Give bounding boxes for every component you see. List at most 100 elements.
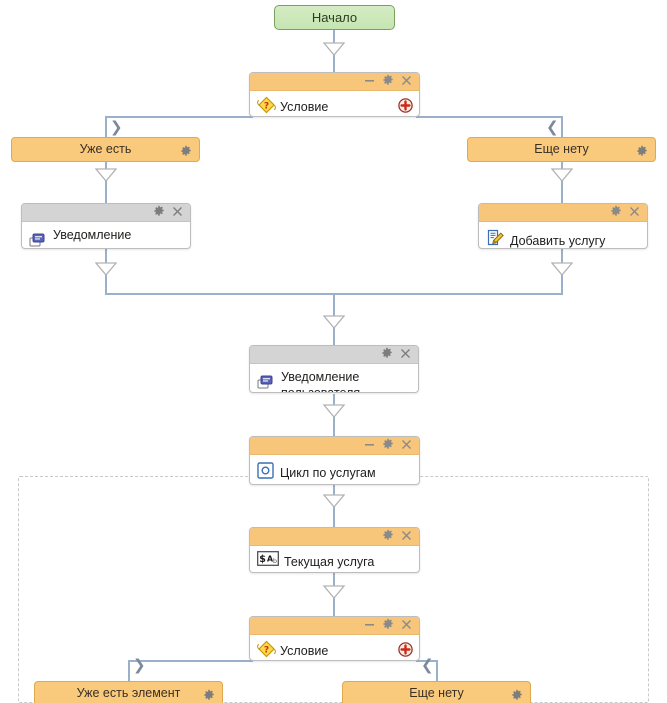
gear-icon[interactable] [382,73,394,91]
branch-pill-label: Уже есть [79,142,132,156]
current-service-label: Текущая услуга [284,555,375,569]
user-notification-icon [29,233,46,249]
close-icon[interactable] [400,346,411,364]
branch-pill-uzhe-est-element[interactable]: Уже есть элемент [34,681,223,703]
gear-icon[interactable] [610,204,622,222]
arrowhead-addservice-to-merge [551,262,573,276]
add-branch-plus-icon[interactable] [398,97,413,117]
arrowhead-branchleft1-to-notify [95,168,117,182]
arrowhead-currentservice-to-condition2 [323,585,345,599]
close-icon[interactable] [401,73,412,91]
gear-icon[interactable] [203,686,215,703]
connector-branchleft1-to-notify [105,162,107,204]
svg-text:?: ? [264,102,269,112]
condition-diamond-icon: ? [256,640,277,660]
branch-chevron-right-1: ❮ [546,118,559,136]
node-condition-1[interactable]: ? Условие [249,72,420,117]
connector-condition2-left-bus [128,660,253,662]
loop-titlebar [250,437,419,455]
branch-pill-uzhe-est[interactable]: Уже есть [11,137,200,162]
label-line-1: Уведомление [281,370,360,384]
user-notification-merge-label: Уведомление пользователя [281,369,361,393]
branch-pill-label: Еще нету [534,142,589,156]
loop-icon [257,462,274,484]
gear-icon[interactable] [636,142,648,165]
add-branch-plus-icon[interactable] [398,641,413,661]
branch-chevron-left-1: ❯ [110,118,123,136]
current-service-body: $ A b Текущая услуга [250,546,419,572]
gear-icon[interactable] [382,437,394,455]
label-line-2: пользователя [281,386,361,393]
user-notification-left-titlebar [22,204,190,222]
node-start-label: Начало [311,10,358,25]
connector-branchright1-to-addservice [561,162,563,204]
branch-pill-label: Еще нету [409,686,464,700]
node-start[interactable]: Начало [274,5,395,30]
node-add-service[interactable]: Добавить услугу [478,203,648,249]
branch-pill-eshe-netu[interactable]: Еще нету [467,137,656,162]
arrowhead-start-to-condition1 [323,42,345,56]
gear-icon[interactable] [382,528,394,546]
condition-1-body: ? Условие [250,91,419,117]
user-notification-left-label: Уведомление пользователя [53,227,132,248]
arrowhead-notify-to-merge [95,262,117,276]
condition-2-label: Условие [280,644,329,658]
arrowhead-notify2-to-loop [323,404,345,418]
add-service-label: Добавить услугу [510,233,606,248]
svg-text:A: A [267,555,274,564]
connector-condition1-right-bus [416,116,563,118]
edit-document-icon [486,229,505,248]
condition-1-label: Условие [280,100,329,114]
svg-text:$: $ [259,554,266,565]
node-current-service[interactable]: $ A b Текущая услуга [249,527,420,573]
arrowhead-merge-to-notify2 [323,315,345,329]
gear-icon[interactable] [382,617,394,635]
gear-icon[interactable] [381,346,393,364]
condition-2-titlebar [250,617,419,635]
condition-diamond-icon: ? [256,96,277,116]
svg-text:?: ? [264,646,269,656]
gear-icon[interactable] [180,142,192,165]
connector-condition1-right-drop [561,116,563,137]
user-notification-icon [257,375,274,393]
minimize-icon[interactable] [364,437,375,455]
variable-icon: $ A b [257,551,279,571]
loop-body: Цикл по услугам [250,455,419,484]
connector-condition2-right-bus [416,660,438,662]
condition-2-body: ? Условие [250,635,419,661]
close-icon[interactable] [401,437,412,455]
user-notification-merge-titlebar [250,346,418,364]
label-line-2: пользователя [53,244,132,248]
svg-text:b: b [273,557,277,565]
loop-label: Цикл по услугам [280,465,376,480]
branch-chevron-right-2: ❮ [421,656,434,674]
arrowhead-branchright1-to-addservice [551,168,573,182]
minimize-icon[interactable] [364,73,375,91]
current-service-titlebar [250,528,419,546]
connector-condition2-left-drop [128,660,130,681]
gear-icon[interactable] [153,204,165,222]
condition-1-titlebar [250,73,419,91]
close-icon[interactable] [629,204,640,222]
node-user-notification-left[interactable]: Уведомление пользователя [21,203,191,249]
connector-condition2-right-drop [436,660,438,681]
node-user-notification-merge[interactable]: Уведомление пользователя [249,345,419,393]
close-icon[interactable] [172,204,183,222]
gear-icon[interactable] [511,686,523,703]
add-service-titlebar [479,204,647,222]
close-icon[interactable] [401,617,412,635]
node-loop-services[interactable]: Цикл по услугам [249,436,420,485]
user-notification-left-body: Уведомление пользователя [22,222,190,249]
connector-condition1-left-bus [105,116,253,118]
arrowhead-loop-to-currentservice [323,494,345,508]
branch-chevron-left-2: ❯ [133,656,146,674]
label-line-1: Уведомление [53,228,132,242]
close-icon[interactable] [401,528,412,546]
connector-condition1-left-drop [105,116,107,137]
branch-pill-label: Уже есть элемент [76,686,181,700]
node-condition-2[interactable]: ? Условие [249,616,420,661]
user-notification-merge-body: Уведомление пользователя [250,364,418,393]
minimize-icon[interactable] [364,617,375,635]
branch-pill-eshe-netu-2[interactable]: Еще нету [342,681,531,703]
